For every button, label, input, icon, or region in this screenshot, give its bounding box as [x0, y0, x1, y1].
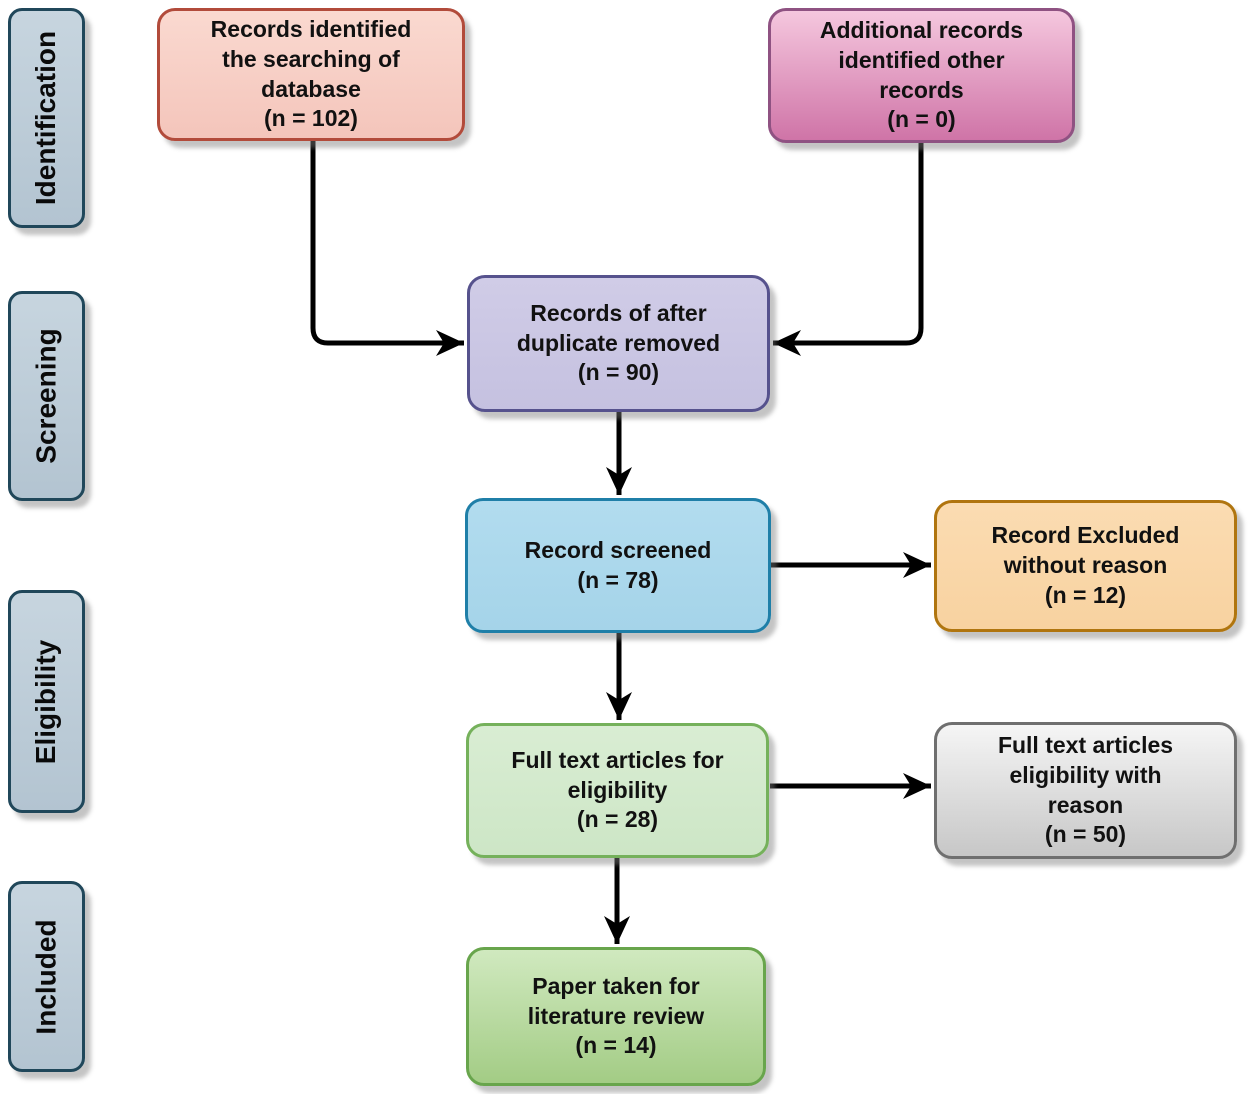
stage-label-included: Included	[8, 881, 85, 1072]
node-additional-records-label: Additional records identified other reco…	[819, 16, 1024, 133]
stage-label-screening: Screening	[8, 291, 85, 501]
node-additional-records: Additional records identified other reco…	[768, 8, 1075, 143]
stage-label-eligibility-text: Eligibility	[30, 639, 62, 764]
stage-label-screening-text: Screening	[30, 328, 62, 464]
node-full-text-reason-label: Full text articles eligibility with reas…	[997, 731, 1174, 848]
node-full-text-eligibility: Full text articles for eligibility (n = …	[466, 723, 769, 858]
stage-label-eligibility: Eligibility	[8, 590, 85, 813]
node-full-text-reason: Full text articles eligibility with reas…	[934, 722, 1237, 859]
node-duplicate-removed: Records of after duplicate removed (n = …	[467, 275, 770, 412]
stage-label-included-text: Included	[30, 918, 62, 1035]
node-full-text-eligibility-label: Full text articles for eligibility (n = …	[511, 746, 724, 833]
node-records-identified: Records identified the searching of data…	[157, 8, 465, 141]
node-paper-taken: Paper taken for literature review (n = 1…	[466, 947, 766, 1086]
arrow-additional-to-duplicate	[773, 143, 924, 356]
node-records-identified-label: Records identified the searching of data…	[210, 15, 412, 132]
node-record-excluded: Record Excluded without reason (n = 12)	[934, 500, 1237, 632]
stage-label-identification-text: Identification	[30, 30, 62, 206]
arrow-identified-to-duplicate	[310, 140, 464, 356]
stage-label-identification: Identification	[8, 8, 85, 228]
node-record-excluded-label: Record Excluded without reason (n = 12)	[991, 522, 1180, 608]
node-record-screened-label: Record screened (n = 78)	[524, 536, 712, 593]
node-duplicate-removed-label: Records of after duplicate removed (n = …	[516, 299, 721, 386]
node-record-screened: Record screened (n = 78)	[465, 498, 771, 633]
node-paper-taken-label: Paper taken for literature review (n = 1…	[527, 972, 705, 1059]
